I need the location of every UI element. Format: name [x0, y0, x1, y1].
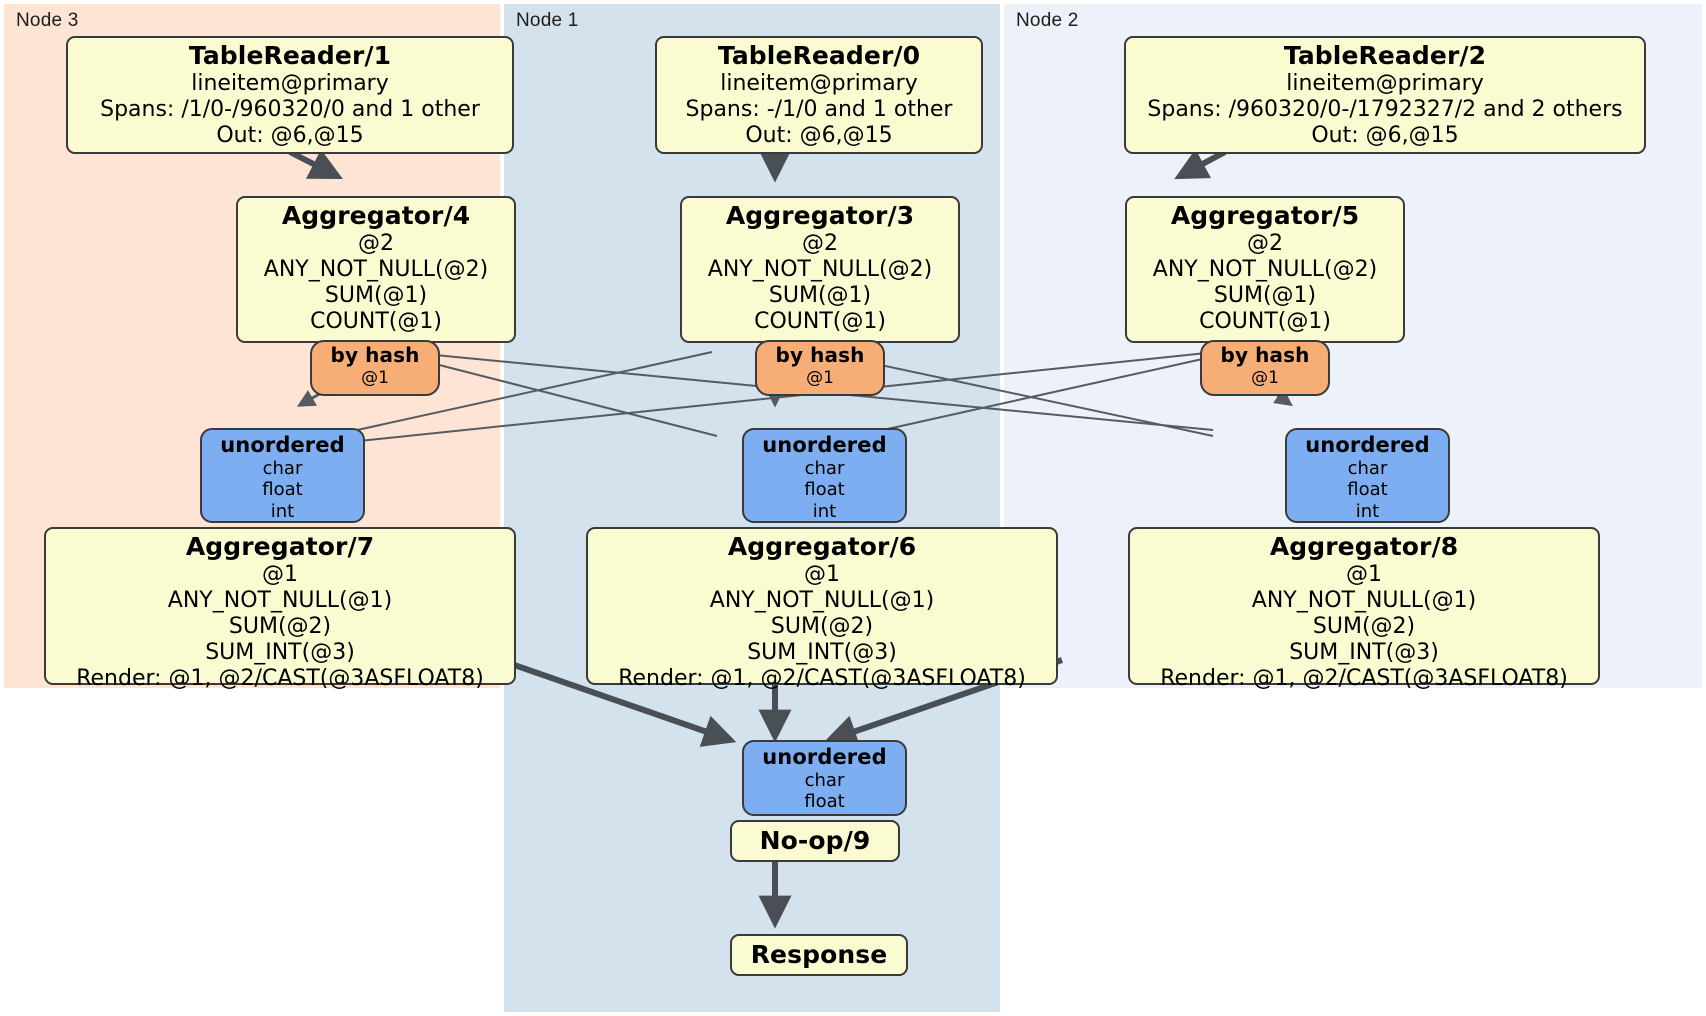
box-line: COUNT(@1) [1199, 309, 1331, 335]
sync-line: float [262, 479, 303, 501]
box-line: @2 [1247, 230, 1283, 256]
router-by-hash-3[interactable]: by hash @1 [755, 340, 885, 396]
box-line: COUNT(@1) [310, 309, 442, 335]
box-line: Out: @6,@15 [745, 123, 893, 149]
box-line: @1 [1346, 561, 1382, 587]
sync-line: int [1355, 500, 1380, 522]
sync-line: char [804, 769, 845, 791]
box-title: No-op/9 [759, 826, 871, 856]
box-tablereader-0[interactable]: TableReader/0 lineitem@primary Spans: -/… [655, 36, 983, 154]
router-line: @1 [361, 367, 389, 388]
sync-title: unordered [1305, 433, 1430, 457]
router-by-hash-5[interactable]: by hash @1 [1200, 340, 1330, 396]
sync-line: float [804, 479, 845, 501]
synchronizer-unordered-final[interactable]: unordered char float [742, 740, 907, 816]
sync-title: unordered [220, 433, 345, 457]
box-line: ANY_NOT_NULL(@1) [1251, 587, 1477, 613]
box-response[interactable]: Response [730, 934, 908, 976]
box-line: Out: @6,@15 [216, 123, 364, 149]
box-line: SUM_INT(@3) [1289, 640, 1439, 666]
box-title: TableReader/2 [1283, 41, 1487, 70]
box-line: SUM_INT(@3) [205, 640, 355, 666]
box-line: Render: @1, @2/CAST(@3ASFLOAT8) [618, 666, 1026, 692]
node-panel-label-node1: Node 1 [516, 10, 579, 31]
synchronizer-unordered-6[interactable]: unordered char float int [742, 428, 907, 523]
sync-title: unordered [762, 745, 887, 769]
box-line: ANY_NOT_NULL(@2) [707, 256, 933, 282]
box-title: Aggregator/7 [185, 532, 375, 561]
box-line: SUM(@1) [324, 283, 428, 309]
box-aggregator-3[interactable]: Aggregator/3 @2 ANY_NOT_NULL(@2) SUM(@1)… [680, 196, 960, 343]
box-line: SUM(@2) [770, 614, 874, 640]
box-line: lineitem@primary [720, 70, 918, 96]
sync-line: char [262, 457, 303, 479]
sync-title: unordered [762, 433, 887, 457]
box-line: ANY_NOT_NULL(@1) [167, 587, 393, 613]
sync-line: char [804, 457, 845, 479]
box-line: lineitem@primary [191, 70, 389, 96]
box-line: ANY_NOT_NULL(@2) [263, 256, 489, 282]
box-title: Aggregator/8 [1269, 532, 1459, 561]
router-title: by hash [1220, 343, 1310, 367]
box-aggregator-6[interactable]: Aggregator/6 @1 ANY_NOT_NULL(@1) SUM(@2)… [586, 527, 1058, 691]
router-title: by hash [330, 343, 420, 367]
node-panel-label-node2: Node 2 [1016, 10, 1079, 31]
box-line: @2 [358, 230, 394, 256]
box-line: Spans: -/1/0 and 1 other [685, 96, 953, 122]
box-aggregator-7[interactable]: Aggregator/7 @1 ANY_NOT_NULL(@1) SUM(@2)… [44, 527, 516, 691]
box-title: Aggregator/5 [1170, 201, 1360, 230]
sync-line: char [1347, 457, 1388, 479]
box-line: COUNT(@1) [754, 309, 886, 335]
box-line: ANY_NOT_NULL(@2) [1152, 256, 1378, 282]
synchronizer-unordered-7[interactable]: unordered char float int [200, 428, 365, 523]
box-line: Spans: /960320/0-/1792327/2 and 2 others [1147, 96, 1623, 122]
box-line: SUM(@2) [228, 614, 332, 640]
box-tablereader-2[interactable]: TableReader/2 lineitem@primary Spans: /9… [1124, 36, 1646, 154]
box-aggregator-4[interactable]: Aggregator/4 @2 ANY_NOT_NULL(@2) SUM(@1)… [236, 196, 516, 343]
box-title: TableReader/0 [717, 41, 921, 70]
box-line: lineitem@primary [1286, 70, 1484, 96]
box-line: SUM(@1) [768, 283, 872, 309]
box-line: Spans: /1/0-/960320/0 and 1 other [100, 96, 480, 122]
box-title: Aggregator/4 [281, 201, 471, 230]
router-line: @1 [1251, 367, 1279, 388]
box-tablereader-1[interactable]: TableReader/1 lineitem@primary Spans: /1… [66, 36, 514, 154]
box-line: SUM(@2) [1312, 614, 1416, 640]
box-line: SUM(@1) [1213, 283, 1317, 309]
box-aggregator-8[interactable]: Aggregator/8 @1 ANY_NOT_NULL(@1) SUM(@2)… [1128, 527, 1600, 691]
sync-line: int [812, 500, 837, 522]
box-line: @2 [802, 230, 838, 256]
router-by-hash-4[interactable]: by hash @1 [310, 340, 440, 396]
node-panel-label-node3: Node 3 [16, 10, 79, 31]
sync-line: float [804, 791, 845, 813]
sync-line: float [1347, 479, 1388, 501]
box-line: Render: @1, @2/CAST(@3ASFLOAT8) [1160, 666, 1568, 692]
box-line: Render: @1, @2/CAST(@3ASFLOAT8) [76, 666, 484, 692]
router-title: by hash [775, 343, 865, 367]
box-line: SUM_INT(@3) [747, 640, 897, 666]
synchronizer-unordered-8[interactable]: unordered char float int [1285, 428, 1450, 523]
box-line: ANY_NOT_NULL(@1) [709, 587, 935, 613]
router-line: @1 [806, 367, 834, 388]
box-title: Aggregator/3 [725, 201, 915, 230]
box-no-op-9[interactable]: No-op/9 [730, 820, 900, 862]
box-line: Out: @6,@15 [1311, 123, 1459, 149]
box-line: @1 [804, 561, 840, 587]
sync-line: int [270, 500, 295, 522]
box-line: @1 [262, 561, 298, 587]
box-aggregator-5[interactable]: Aggregator/5 @2 ANY_NOT_NULL(@2) SUM(@1)… [1125, 196, 1405, 343]
box-title: Response [750, 940, 888, 970]
box-title: TableReader/1 [188, 41, 392, 70]
box-title: Aggregator/6 [727, 532, 917, 561]
